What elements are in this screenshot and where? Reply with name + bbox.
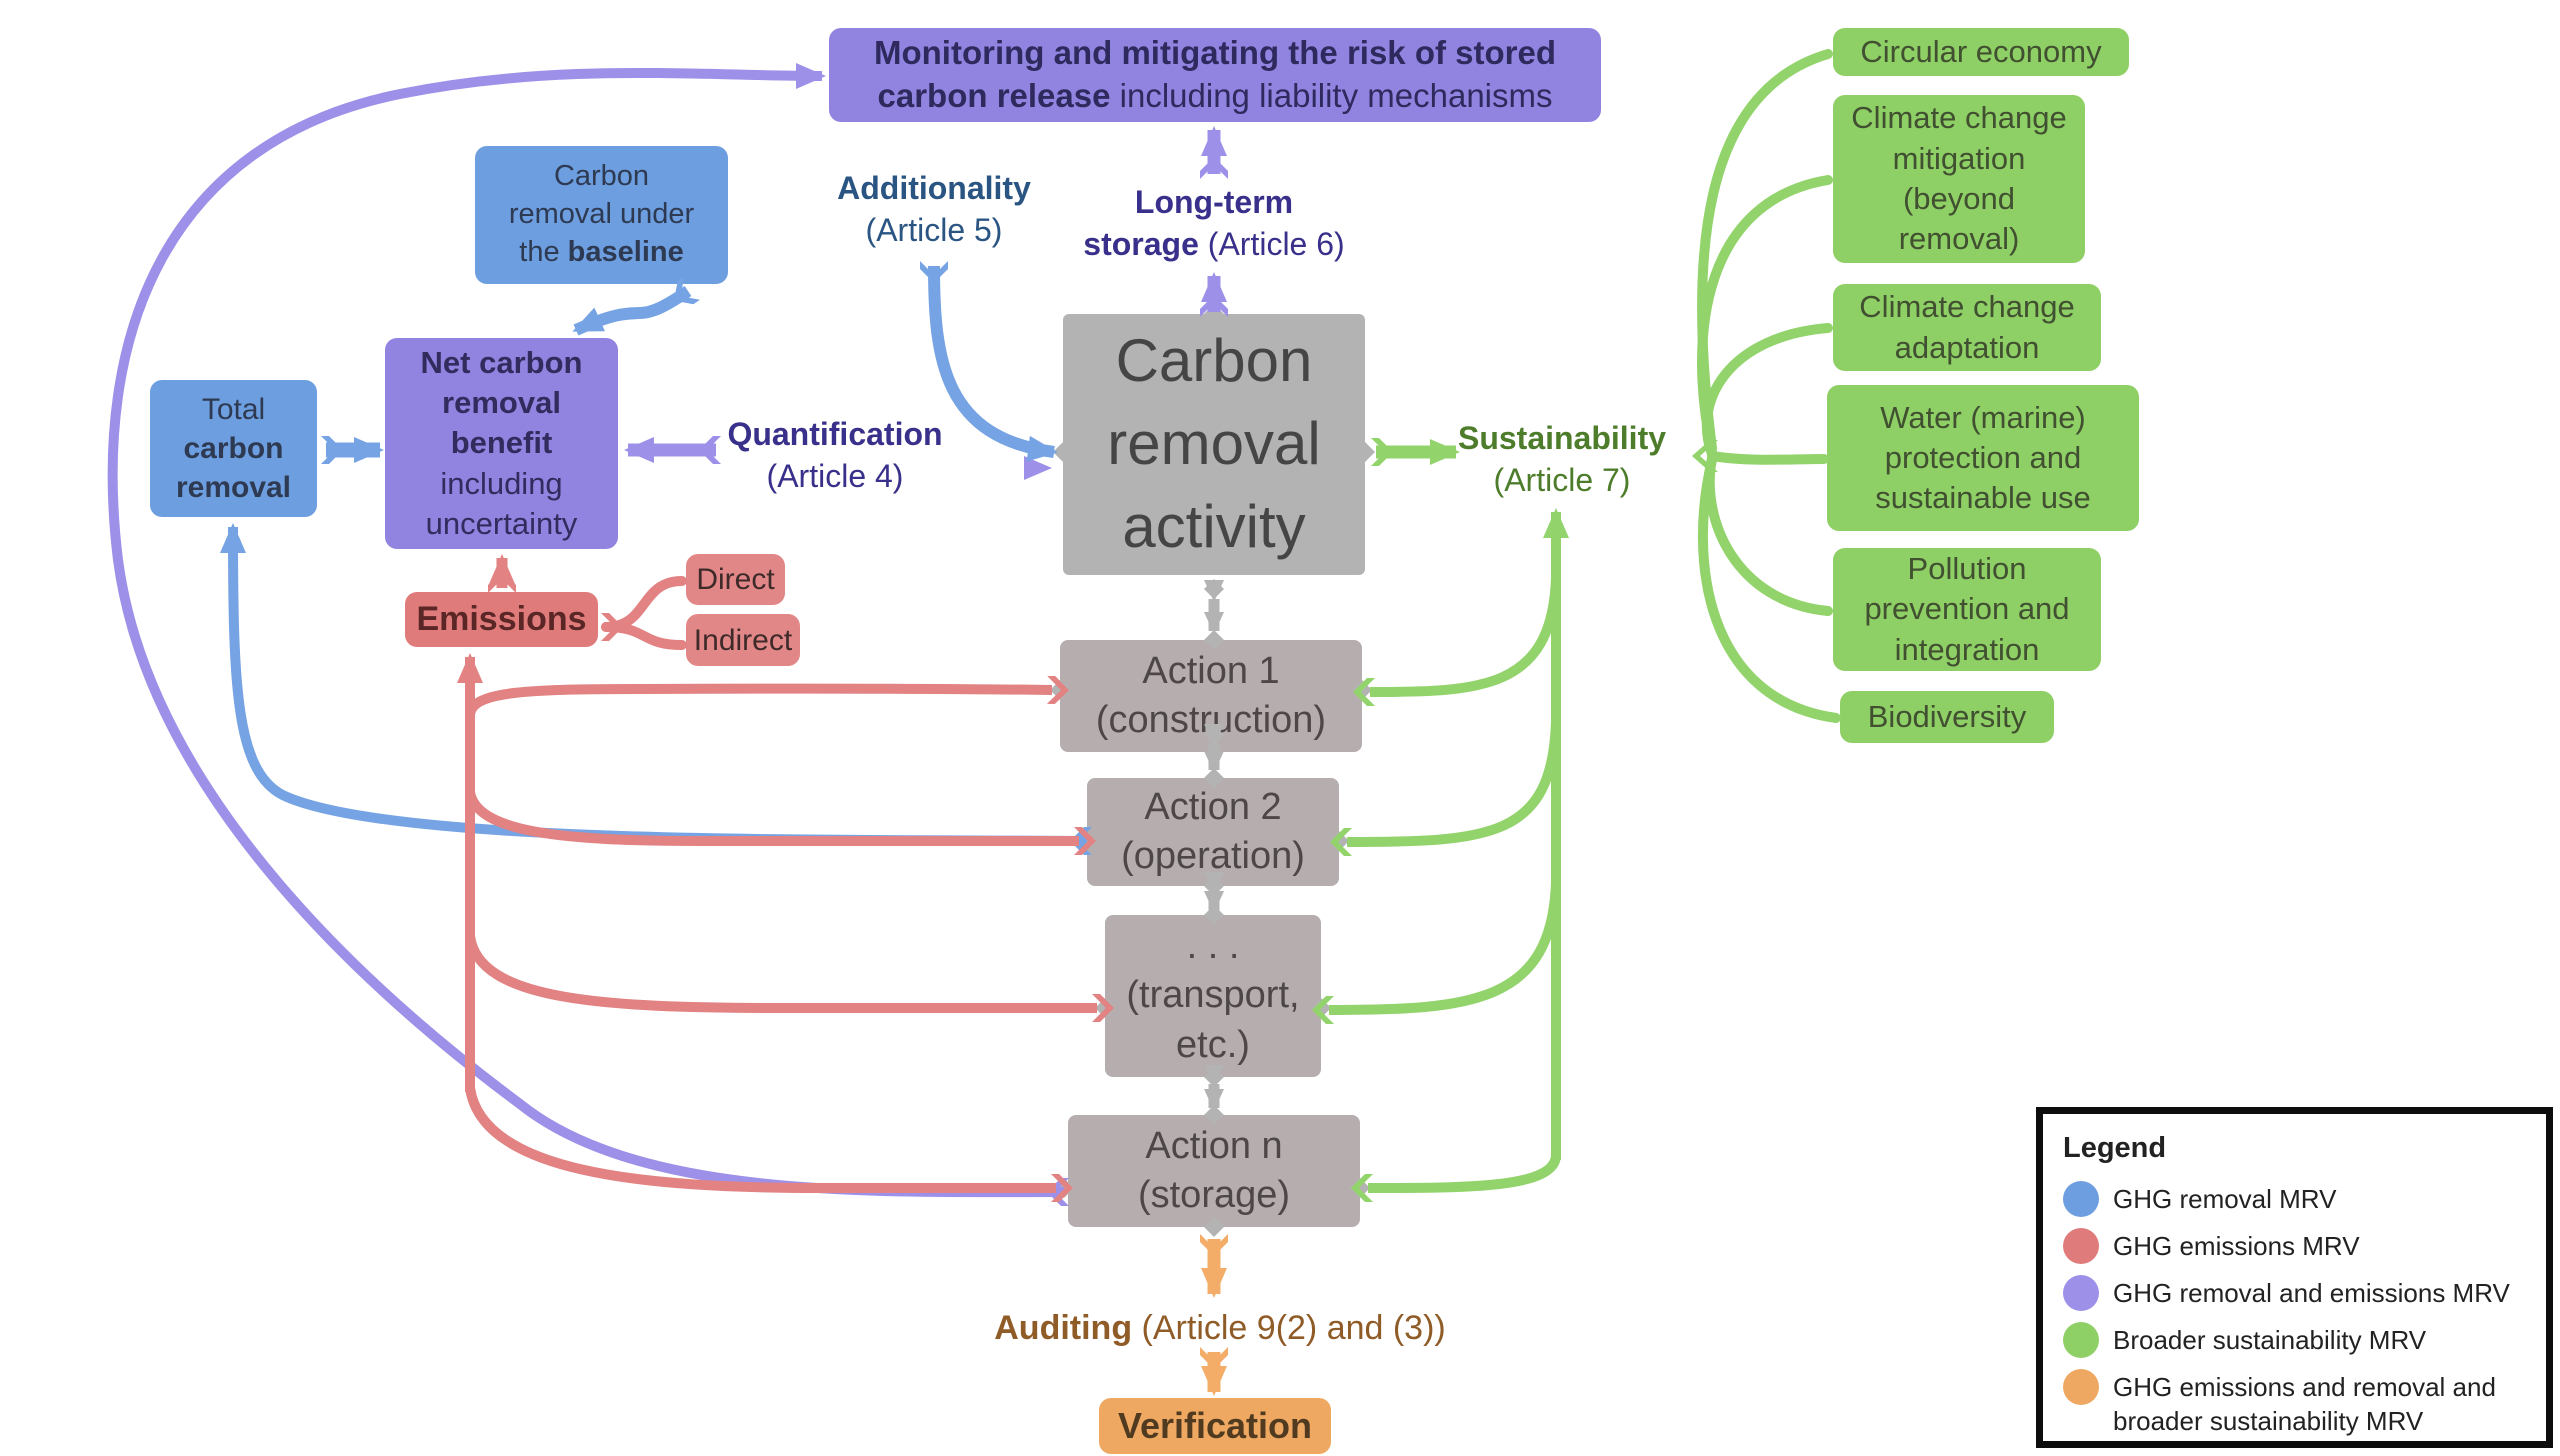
baseline-text: Carbon removal under the baseline	[501, 158, 702, 271]
cc-adaptation-text: Climate change adaptation	[1859, 289, 2075, 365]
auditing-rest: (Article 9(2) and (3))	[1141, 1309, 1446, 1347]
green-curve-transport	[1312, 881, 1561, 1025]
sustainability-bold: Sustainability	[1457, 420, 1667, 456]
fan-water	[1707, 451, 1829, 465]
red-curve-transport	[465, 935, 1114, 1022]
action-2-box: Action 2 (operation)	[1087, 778, 1339, 886]
baseline-pre-text: Carbon removal under the	[508, 160, 695, 268]
sustainability-box-biodiversity: Biodiversity	[1840, 691, 2054, 743]
circular-economy-text: Circular economy	[1860, 33, 2102, 69]
fan-cc-mitigation	[1697, 175, 1833, 457]
pollution-text: Pollution prevention and integration	[1864, 551, 2070, 667]
total-bold-text: carbon removal	[175, 432, 292, 504]
auditing-bold: Auditing	[994, 1309, 1133, 1347]
brace-emissions-direct	[600, 576, 687, 642]
legend-item-removal: GHG removal MRV	[2063, 1181, 2526, 1217]
legend-title: Legend	[2063, 1132, 2167, 1164]
green-curve-actionn	[1351, 1154, 1561, 1203]
fan-cc-adaptation	[1701, 323, 1833, 459]
arrow-baseline-to-net	[572, 276, 701, 336]
action-n-box: Action n (storage)	[1068, 1115, 1360, 1227]
legend-swatch-green-icon	[2063, 1322, 2099, 1358]
sustainability-box-circular-economy: Circular economy	[1833, 28, 2129, 76]
long-term-bold: Long-term storage	[1083, 184, 1294, 262]
baseline-box: Carbon removal under the baseline	[475, 146, 728, 284]
sustainability-rest: (Article 7)	[1493, 461, 1631, 498]
long-term-rest: (Article 6)	[1207, 225, 1345, 262]
red-curve-actionn	[465, 1087, 1073, 1202]
cc-mitigation-text: Climate change mitigation (beyond remova…	[1851, 100, 2067, 257]
legend-label-emissions: GHG emissions MRV	[2113, 1231, 2360, 1261]
legend: Legend GHG removal MRV GHG emissions MRV…	[2036, 1107, 2553, 1448]
action-transport-line1: . . .	[1186, 924, 1240, 967]
action-n-line1: Action n	[1145, 1124, 1283, 1167]
legend-swatch-red-icon	[2063, 1228, 2099, 1264]
action-1-line1: Action 1	[1142, 649, 1280, 692]
total-pre-text: Total	[201, 393, 266, 426]
green-curve-action2	[1330, 721, 1561, 857]
activity-text: Carbon removal activity	[1107, 327, 1321, 560]
auditing-label: Auditing (Article 9(2) and (3))	[960, 1306, 1480, 1350]
sustainability-label: Sustainability (Article 7)	[1412, 418, 1712, 501]
sustainability-box-cc-adaptation: Climate change adaptation	[1833, 284, 2101, 371]
legend-item-removal-emissions: GHG removal and emissions MRV	[2063, 1275, 2526, 1311]
legend-item-sustainability: Broader sustainability MRV	[2063, 1322, 2526, 1358]
biodiversity-text: Biodiversity	[1867, 698, 2027, 734]
verification-box: Verification	[1099, 1398, 1331, 1454]
legend-swatch-purple-icon	[2063, 1275, 2099, 1311]
red-curve-action1	[465, 675, 1069, 717]
arrow-additionality-to-activity	[919, 260, 1058, 462]
legend-item-combined: GHG emissions and removal and broader su…	[2063, 1369, 2526, 1439]
legend-item-emissions: GHG emissions MRV	[2063, 1228, 2526, 1264]
water-text: Water (marine) protection and sustainabl…	[1875, 399, 2091, 516]
sustainability-box-pollution: Pollution prevention and integration	[1833, 548, 2101, 671]
hidden-purple-arrowhead	[1024, 456, 1052, 480]
fan-biodiversity	[1697, 455, 1841, 723]
action-transport-box: . . . (transport, etc.)	[1105, 915, 1321, 1077]
sustainability-box-water: Water (marine) protection and sustainabl…	[1827, 385, 2139, 531]
legend-swatch-orange-icon	[2063, 1369, 2099, 1405]
green-curve-action1	[1353, 577, 1561, 707]
legend-label-combined: GHG emissions and removal and broader su…	[2113, 1372, 2496, 1437]
fan-pollution	[1704, 453, 1833, 616]
action-transport-line2: (transport, etc.)	[1126, 974, 1300, 1066]
red-curve-action2	[465, 790, 1096, 855]
action-2-line1: Action 2	[1144, 785, 1282, 828]
brace-emissions-indirect	[601, 622, 687, 650]
action-2-line2: (operation)	[1121, 835, 1305, 877]
legend-label-removal-emissions: GHG removal and emissions MRV	[2113, 1278, 2510, 1308]
sustainability-box-cc-mitigation: Climate change mitigation (beyond remova…	[1833, 95, 2085, 263]
legend-label-removal: GHG removal MRV	[2113, 1184, 2337, 1214]
legend-swatch-blue-icon	[2063, 1181, 2099, 1217]
sustainability-fan	[1696, 49, 1841, 723]
carbon-removal-activity-box: Carbon removal activity	[1063, 314, 1365, 575]
legend-label-sustainability: Broader sustainability MRV	[2113, 1325, 2427, 1355]
action-n-line2: (storage)	[1137, 1174, 1291, 1216]
verification-text: Verification	[1117, 1404, 1313, 1446]
total-text: Total carbon removal	[158, 390, 309, 507]
total-carbon-removal-box: Total carbon removal	[150, 380, 317, 517]
arrow-actionn-to-monitoring	[107, 62, 1070, 1207]
baseline-bold-text: baseline	[567, 235, 684, 268]
long-term-storage-label: Long-term storage (Article 6)	[1074, 182, 1354, 265]
monitoring-rest-text: including liability mechanisms	[1119, 77, 1553, 114]
net-benefit-box: Net carbon removal benefit including unc…	[385, 338, 618, 549]
net-bold-text: Net carbon removal benefit	[420, 344, 583, 461]
